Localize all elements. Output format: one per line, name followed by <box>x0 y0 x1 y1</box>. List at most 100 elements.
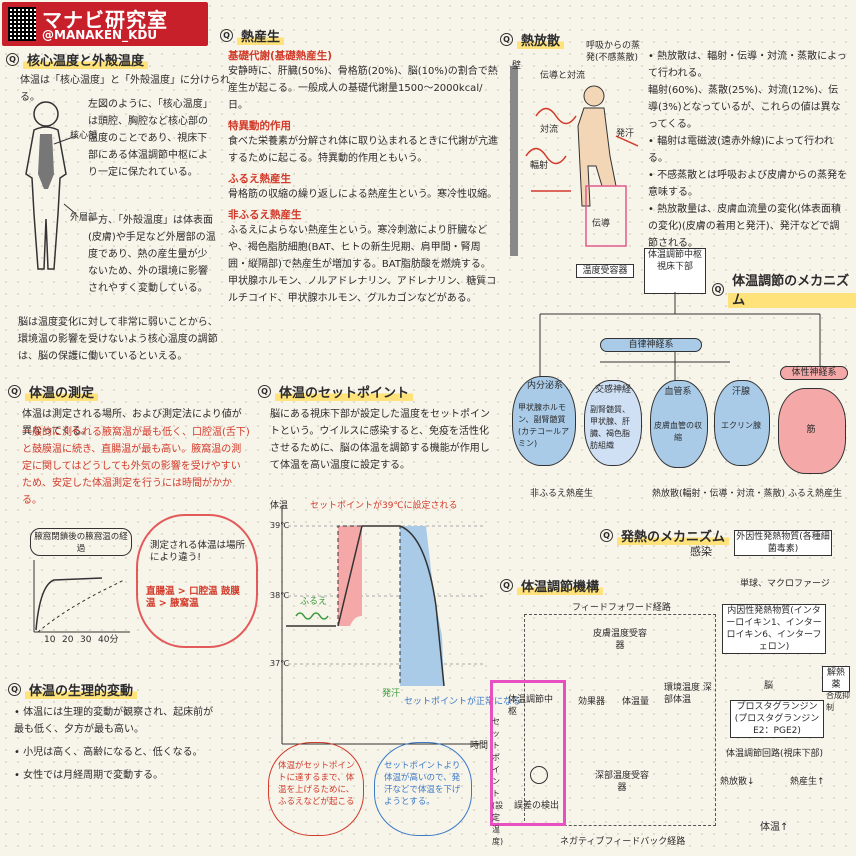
dissipation-note: 熱放散は、輻射・伝導・対流・蒸散によって行われる。 <box>648 48 848 82</box>
center-label: 体温調節中枢 <box>508 695 554 717</box>
sweat-gland-items: エクリン腺 <box>721 421 761 430</box>
section-title: 体温調節機構 <box>517 576 604 595</box>
heat-item-title: 基礎代謝(基礎熱産生) <box>228 50 333 62</box>
core-intro: 体温は「核心温度」と「外殻温度」に分けられる。 <box>20 75 230 103</box>
footer-dissipation: 熱放散(輻射・伝導・対流・蒸散) <box>652 489 786 499</box>
label-breath: 呼吸からの蒸発(不感蒸散) <box>586 41 641 63</box>
feedback-label: ネガティブフィードバック経路 <box>560 837 686 847</box>
pin-icon: Q <box>8 683 21 696</box>
label-conduction: 伝導 <box>592 219 611 229</box>
heat-item-text: 骨格筋の収縮の繰り返しによる熱産生という。寒冷性収縮。 <box>228 189 498 200</box>
red-note-text: 体温がセットポイントに達するまで、体温を上げるために、ふるえなどが起こる <box>278 761 355 807</box>
cloud-text: 測定される体温は場所により違う! <box>150 540 246 563</box>
section-variation: Q 体温の生理的変動 <box>8 680 138 699</box>
feedback-loop-frame <box>524 614 716 826</box>
footer-nonshiver: 非ふるえ熱産生 <box>530 489 594 499</box>
inhibition-label: 合成抑制 <box>826 691 850 712</box>
muscle-label: 筋 <box>806 425 816 435</box>
section-title: 熱産生 <box>237 26 285 45</box>
sweat-gland-label: 汗腺 <box>731 387 750 397</box>
effector-label: 効果器 <box>578 697 606 707</box>
pin-icon: Q <box>600 529 613 542</box>
blue-note-text: セットポイントより体温が高いので、発汗などで体温を下げようとする。 <box>384 761 461 807</box>
info-cloud <box>136 514 258 648</box>
section-title: 核心温度と外殻温度 <box>23 50 149 69</box>
section-title: 体温のセットポイント <box>275 382 414 401</box>
section-title: 発熱のメカニズム <box>617 526 730 545</box>
section-regulation: Q 体温調節機構 <box>500 576 604 595</box>
y-tick: 37℃ <box>270 659 290 668</box>
endocrine-items: 甲状腺ホルモン、副腎髄質(カテコールアミン) <box>518 403 570 448</box>
vascular-blob <box>650 380 708 468</box>
label-conduction-convection: 伝導と対流 <box>540 71 586 81</box>
heat-item-title: 特異動的作用 <box>228 120 291 132</box>
label-shell: 外層部 <box>70 213 98 223</box>
pin-icon: Q <box>500 33 513 46</box>
variation-list: 体温には生理的変動が観察され、起床前が最も低く、夕方が最も高い。 小児は高く、高… <box>14 704 214 784</box>
axillary-temp-graph <box>33 560 130 633</box>
red-note-bubble <box>268 742 364 836</box>
pin-icon: Q <box>500 579 513 592</box>
setpoint-chart <box>281 506 486 745</box>
deep-receptor-label: 深部温度受容器 <box>594 771 649 793</box>
pin-icon: Q <box>8 385 21 398</box>
heat-item-text: 安静時に、肝臓(50%)、骨格筋(20%)、脳(10%)の割合で熱産生が起こる。… <box>228 66 498 111</box>
section-heat-dissipation: Q 熱放散 <box>500 30 565 49</box>
receptor-box: 温度受容器 <box>576 264 634 278</box>
section-title: 熱放散 <box>517 30 565 49</box>
y-tick: 39℃ <box>270 521 290 530</box>
logo-handle: @MANAKEN_KDU <box>42 28 158 42</box>
dissipation-notes: 熱放散は、輻射・伝導・対流・蒸散によって行われる。 輻射(60%)、蒸散(25%… <box>648 48 848 252</box>
fever-center-label: 体温調節回路(視床下部) <box>726 749 824 759</box>
exogenous-pyrogen-box: 外因性発熱物質(各種細菌毒素) <box>734 530 832 556</box>
graph-tick: 40分 <box>98 635 119 645</box>
feedforward-label: フィードフォワード経路 <box>572 603 671 613</box>
footer-shiver: ふるえ熱産生 <box>788 489 843 499</box>
fever-result: 体温↑ <box>760 822 789 833</box>
heat-list: 基礎代謝(基礎熱産生) 安静時に、肝臓(50%)、骨格筋(20%)、脳(10%)… <box>228 48 498 307</box>
endogenous-pyrogen-box: 内因性発熱物質(インターロイキン1、インターロイキン6、インターフェロン) <box>722 604 826 654</box>
section-title: 体温の生理的変動 <box>25 680 138 699</box>
sympathetic-items: 副腎髄質、甲状腺、肝臓、褐色脂肪組織 <box>590 405 630 450</box>
fever-out-2: 熱産生↑ <box>790 777 825 787</box>
variation-item: 体温には生理的変動が観察され、起床前が最も低く、夕方が最も高い。 <box>14 704 214 738</box>
center-label: 体温調節中枢 <box>647 250 702 260</box>
shiver-label: ふるえ <box>300 597 328 607</box>
core-paragraph-3: 脳は温度変化に対して非常に弱いことから、環境温の影響を受けないよう核心温度の調節… <box>18 317 218 362</box>
graph-title: 腋窩閉鎖後の腋窩温の経過 <box>30 528 132 556</box>
vascular-items: 皮膚血管の収縮 <box>654 421 702 442</box>
heat-item-title: ふるえ熱産生 <box>228 173 291 185</box>
heat-item-text: ふるえによらない熱産生という。寒冷刺激により肝臓などや、褐色脂肪細胞(BAT、ヒ… <box>228 225 497 304</box>
dissipation-note: 不感蒸散とは呼吸および皮膚からの蒸発を意味する。 <box>648 167 848 201</box>
pin-icon: Q <box>258 385 271 398</box>
section-core-temp: Q 核心温度と外殻温度 <box>6 50 216 69</box>
measure-text-1: 体温は測定される場所、および測定法により値が異なってくる。 <box>22 409 242 437</box>
cells-label: 単球、マクロファージ <box>740 579 830 589</box>
logo-title: マナビ研究室 <box>42 8 168 32</box>
highlight-frame <box>490 680 566 826</box>
dissipation-note: 熱放散量は、皮膚血流量の変化(体表面積の変化)(皮膚の着用と発汗)、発汗などで調… <box>648 201 848 252</box>
graph-tick: 10 <box>44 635 56 645</box>
dissipation-note: 輻射(60%)、蒸散(25%)、対流(12%)、伝導(3%)となっているが、これ… <box>648 85 841 130</box>
section-title: 体温調節のメカニズム <box>728 270 856 308</box>
y-axis-label: 体温 <box>270 501 289 511</box>
body-figure-illustration <box>25 101 77 270</box>
somatic-box: 体性神経系 <box>780 366 848 380</box>
pin-icon: Q <box>6 53 19 66</box>
sweat-label: 発汗 <box>382 689 401 699</box>
body-label: 体温量 <box>622 697 650 707</box>
y-tick: 38℃ <box>270 591 290 600</box>
heat-item-text: 食べた栄養素が分解され体に取り込まれるときに代謝が亢進するために起こる。特異動的… <box>228 136 498 164</box>
top-note: セットポイントが39℃に設定される <box>310 501 458 511</box>
autonomic-box: 自律神経系 <box>600 338 702 352</box>
pin-icon: Q <box>712 282 725 296</box>
fever-out-1: 熱放散↓ <box>720 777 755 787</box>
vascular-label: 血管系 <box>664 387 692 397</box>
heat-dissipation-illustration <box>510 66 639 256</box>
brand-logo[interactable]: マナビ研究室 @MANAKEN_KDU <box>2 2 208 46</box>
comparator-icon <box>530 766 548 784</box>
endocrine-label: 内分泌系 <box>526 381 563 391</box>
section-title: 体温の測定 <box>25 382 99 401</box>
